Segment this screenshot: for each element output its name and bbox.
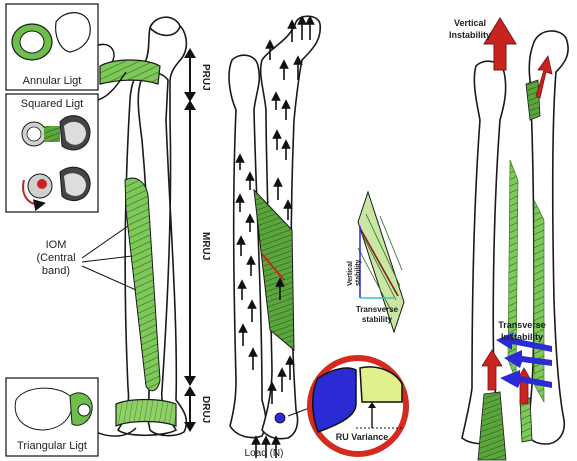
svg-text:Vertical: Vertical <box>347 261 354 286</box>
stability-rhombus: Vertical stability Transverse stability <box>347 192 404 332</box>
triangular-ligament-box: Triangular Ligt <box>6 378 98 456</box>
svg-text:stability: stability <box>362 315 393 324</box>
transverse-instability-label: Transverse <box>498 320 546 330</box>
load-label: Load (N) <box>245 448 284 459</box>
svg-text:band): band) <box>42 265 70 277</box>
right-ulna <box>462 61 506 443</box>
mruj-label: MRUJ <box>200 232 211 260</box>
svg-text:(Central: (Central <box>36 252 75 264</box>
svg-text:Transverse: Transverse <box>356 305 399 314</box>
triangular-ligament <box>116 400 176 427</box>
pruj-label: PRUJ <box>200 64 211 91</box>
annular-ligament-box: Annular Ligt <box>6 4 98 90</box>
squared-ligament-label: Squared Ligt <box>21 98 83 110</box>
svg-text:IOM: IOM <box>46 239 67 251</box>
svg-text:stability: stability <box>355 259 362 286</box>
druj-label: DRUJ <box>200 396 211 423</box>
svg-text:Instability: Instability <box>449 30 491 40</box>
region-arrows <box>184 48 196 432</box>
right-panel: Vertical Instability Transverse Instabil… <box>449 18 568 460</box>
ru-variance-label: RU Variance <box>336 432 389 442</box>
annular-ligament-label: Annular Ligt <box>23 75 82 87</box>
left-panel: Annular Ligt Squared Ligt IOM (Central b… <box>6 4 211 456</box>
squared-ligament-box: Squared Ligt <box>6 94 98 212</box>
iom-label: IOM (Central band) <box>36 239 75 277</box>
vertical-instability-label: Vertical <box>454 18 486 28</box>
triangular-ligament-label: Triangular Ligt <box>17 440 87 452</box>
svg-text:Instability: Instability <box>501 332 543 342</box>
annular-ligament <box>100 60 160 84</box>
middle-panel: Load (N) Vertical stability Transverse s… <box>229 16 406 459</box>
